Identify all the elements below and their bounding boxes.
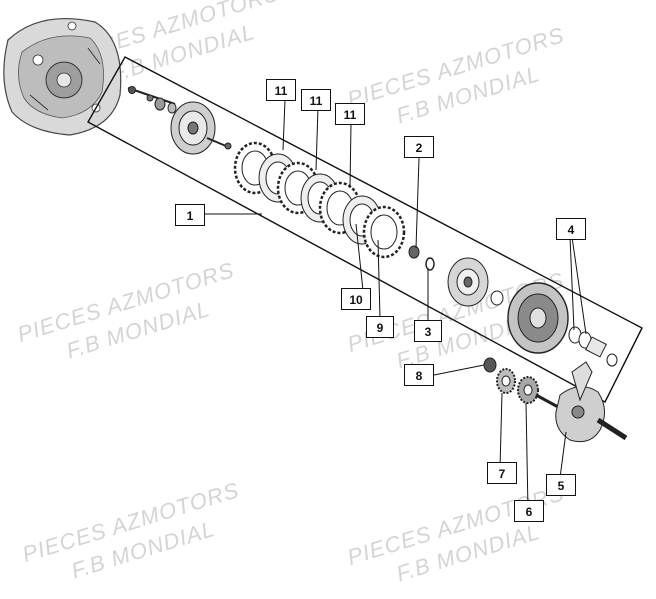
callout-6: 6 — [514, 500, 544, 522]
crankshaft-assembly — [483, 357, 628, 443]
callout-3: 3 — [414, 320, 442, 342]
clutch-exploded-diagram — [3, 17, 643, 511]
crankcase-cover — [3, 17, 122, 136]
callout-5: 5 — [546, 474, 576, 496]
leader-lines — [205, 99, 587, 511]
callout-11: 11 — [266, 79, 296, 101]
callout-8: 8 — [404, 364, 434, 386]
callout-7: 7 — [487, 462, 517, 484]
callout-1: 1 — [175, 204, 205, 226]
callout-11: 11 — [335, 103, 365, 125]
callout-11: 11 — [301, 89, 331, 111]
clutch-parts — [127, 86, 618, 367]
callout-10: 10 — [341, 288, 371, 310]
callout-9: 9 — [366, 316, 394, 338]
callout-2: 2 — [404, 136, 434, 158]
exploded-view-frame — [87, 56, 643, 403]
callout-4: 4 — [556, 218, 586, 240]
